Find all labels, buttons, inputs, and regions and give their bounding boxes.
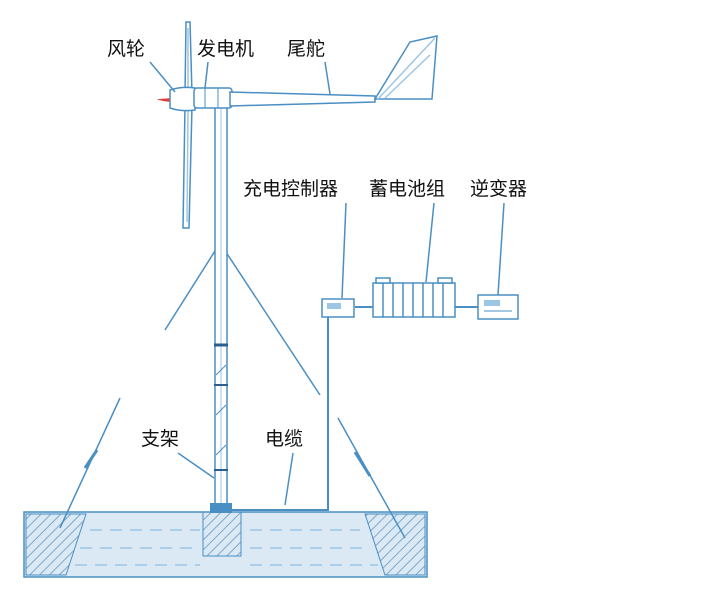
label-battery-bank: 蓄电池组 — [369, 178, 446, 200]
charge-controller-box — [321, 298, 355, 318]
label-generator: 发电机 — [197, 38, 255, 60]
label-cable: 电缆 — [265, 428, 304, 450]
ground-foundation — [23, 511, 428, 578]
label-rotor: 风轮 — [107, 38, 146, 60]
leader-lines — [149, 61, 505, 506]
ground-dash-lines — [75, 529, 378, 566]
rotor-nose — [157, 98, 172, 102]
generator-nacelle — [157, 86, 233, 112]
mast — [210, 99, 232, 513]
label-tail-vane: 尾舵 — [287, 38, 326, 60]
battery-bank-box — [372, 277, 456, 318]
label-support: 支架 — [141, 428, 180, 450]
right-anchor-block — [364, 513, 426, 576]
power-cable — [230, 306, 478, 511]
label-inverter: 逆变器 — [470, 178, 528, 200]
inverter-box — [477, 294, 519, 320]
guy-wires — [59, 242, 406, 539]
tail-vane — [229, 35, 438, 107]
mast-base-block — [202, 511, 242, 557]
rotor-blades — [182, 21, 193, 229]
label-charge-controller: 充电控制器 — [243, 178, 339, 200]
